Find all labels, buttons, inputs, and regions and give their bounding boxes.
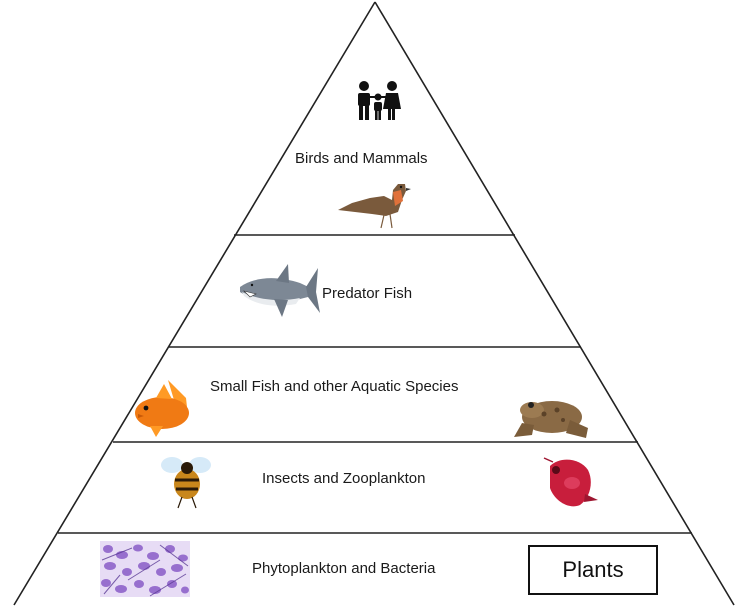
robin-icon [338,184,411,228]
shark-icon [240,264,320,317]
tier-label-predator-fish: Predator Fish [322,285,412,302]
tier-label-birds-mammals: Birds and Mammals [295,150,428,167]
pyramid-right-edge [375,2,734,605]
family-icon [358,81,401,120]
bee-icon [161,457,211,508]
plants-callout-label: Plants [562,557,623,583]
tier-label-phytoplankton-bacteria: Phytoplankton and Bacteria [252,560,435,577]
tier-label-insects-zooplankton: Insects and Zooplankton [262,470,425,487]
tier-label-small-fish-aquatic: Small Fish and other Aquatic Species [210,378,458,395]
phytoplankton-icon [100,541,190,597]
frog-icon [514,401,588,438]
plants-callout-box: Plants [528,545,658,595]
daphnia-icon [544,458,598,506]
pyramid-left-edge [14,2,375,605]
